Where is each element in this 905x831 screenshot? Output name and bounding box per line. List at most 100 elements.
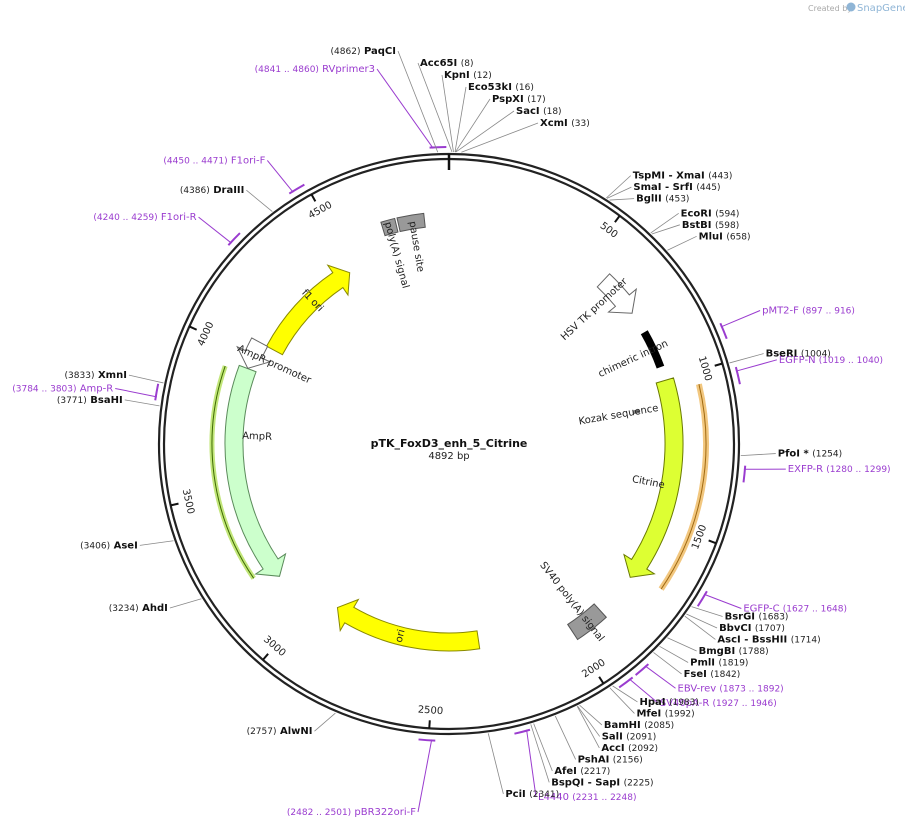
feature-ori[interactable]: ori — [336, 598, 481, 652]
feature-chimeric-intron[interactable]: chimeric intron — [597, 330, 670, 380]
site-leader-line — [740, 453, 776, 457]
site-pcii[interactable]: PciI (2341) — [487, 733, 559, 800]
primer-leader-line — [417, 739, 433, 813]
feature-shape — [396, 212, 426, 233]
feature-shape — [632, 409, 640, 414]
site-mfei[interactable]: MfeI (1992) — [609, 687, 695, 720]
primer-rvprimer3[interactable]: (4841 .. 4860) RVprimer3 — [255, 64, 447, 149]
primer-range: (3784 .. 3803) — [12, 384, 76, 394]
site-eco53ki[interactable]: Eco53kI (16) — [454, 82, 534, 153]
site-label: FseI (1842) — [684, 669, 741, 680]
primer-bar — [618, 676, 634, 689]
site-bbvci[interactable]: BbvCI (1707) — [686, 613, 785, 634]
site-leader-line — [124, 399, 160, 407]
primer-leader-line — [115, 387, 157, 398]
site-xcmi[interactable]: XcmI (33) — [461, 118, 590, 153]
site-name: XmnI — [98, 370, 127, 381]
primer-bar — [288, 183, 305, 195]
site-position: (2341) — [529, 790, 559, 800]
primer-exfp-r[interactable]: EXFP-R (1280 .. 1299) — [742, 464, 891, 483]
site-leader-line — [653, 652, 682, 675]
site-pfoi[interactable]: PfoI * (1254) — [740, 449, 842, 460]
site-acci[interactable]: AccI (2092) — [576, 706, 658, 754]
primer-name: EXFP-R — [788, 464, 823, 475]
site-bseri[interactable]: BseRI (1004) — [729, 349, 831, 364]
site-kpni[interactable]: KpnI (12) — [441, 70, 492, 153]
primer-range: (2482 .. 2501) — [287, 808, 351, 818]
primer-f1ori-f[interactable]: (4450 .. 4471) F1ori-F — [163, 155, 305, 195]
tick-mark — [708, 539, 717, 545]
site-acc65i[interactable]: Acc65I (8) — [417, 58, 473, 153]
primer-label: (2482 .. 2501) pBR322ori-F — [287, 807, 416, 818]
site-label: BbvCI (1707) — [719, 623, 785, 634]
site-leader-line — [609, 687, 635, 714]
feature-hsv-tk-promoter[interactable]: HSV TK promoter — [559, 273, 637, 343]
primer-leader-line — [720, 310, 761, 328]
site-bglii[interactable]: BglII (453) — [609, 194, 689, 205]
tick-label: 3000 — [261, 634, 287, 659]
site-xmni[interactable]: (3833) XmnI — [65, 370, 164, 384]
primer-name: pBR322ori-F — [354, 807, 416, 818]
site-leader-line — [729, 353, 764, 364]
site-fsei[interactable]: FseI (1842) — [653, 652, 740, 680]
site-name: XcmI — [540, 118, 568, 129]
site-name: BbvCI — [719, 623, 751, 634]
site-paqci[interactable]: (4862) PaqCI — [331, 46, 439, 153]
site-name: BmgBI — [699, 646, 736, 657]
site-name: BseRI — [766, 349, 798, 360]
site-label: SalI (2091) — [602, 731, 657, 742]
site-tspmi-xmai[interactable]: TspMI - XmaI (443) — [606, 171, 732, 199]
site-bspqi-sapi[interactable]: BspQI - SapI (2225) — [530, 724, 654, 788]
primer-pmt2-f[interactable]: pMT2-F (897 .. 916) — [719, 306, 855, 340]
primer-l4440[interactable]: L4440 (2231 .. 2248) — [514, 728, 637, 803]
primer-label: (4841 .. 4860) RVprimer3 — [255, 64, 375, 75]
primer-leader-line — [703, 593, 742, 609]
primer-amp-r[interactable]: (3784 .. 3803) Amp-R — [12, 383, 160, 401]
primer-egfp-c[interactable]: EGFP-C (1627 .. 1648) — [696, 590, 847, 615]
primer-f1ori-r[interactable]: (4240 .. 4259) F1ori-R — [93, 212, 241, 246]
tick-mark — [428, 720, 431, 729]
site-leader-line — [169, 598, 202, 609]
tick-mark — [170, 502, 179, 507]
site-ecori[interactable]: EcoRI (594) — [650, 208, 740, 234]
primer-bar — [227, 232, 241, 246]
feature-f1-ori[interactable]: f1 ori — [265, 264, 351, 356]
site-separator: - — [665, 171, 676, 182]
feature-kozak-sequence[interactable]: Kozak sequence — [578, 403, 659, 428]
site-ahdi[interactable]: (3234) AhdI — [109, 598, 202, 614]
primer-name: F1ori-R — [161, 212, 197, 223]
site-asci-bsshii[interactable]: AscI - BssHII (1714) — [684, 615, 821, 645]
site-sali[interactable]: SalI (2091) — [577, 705, 657, 742]
site-alwni[interactable]: (2757) AlwNI — [247, 712, 336, 737]
site-bsrgi[interactable]: BsrGI (1683) — [691, 606, 789, 623]
primer-pbr322ori-f[interactable]: (2482 .. 2501) pBR322ori-F — [287, 738, 436, 818]
site-asei[interactable]: (3406) AseI — [80, 540, 174, 551]
site-leader-line — [609, 198, 635, 201]
site-pmli[interactable]: PmlI (1819) — [659, 645, 749, 668]
site-leader-line — [579, 704, 603, 726]
plasmid-size: 4892 bp — [428, 451, 469, 462]
feature-ampr[interactable]: AmpR — [209, 364, 287, 580]
site-mlui[interactable]: MluI (658) — [667, 231, 751, 251]
site-afei[interactable]: AfeI (2217) — [533, 723, 611, 777]
primer-label: pMT2-F (897 .. 916) — [762, 306, 855, 317]
feature-sv40-poly-a-signal[interactable]: SV40 poly(A) signal — [537, 560, 608, 644]
site-saci[interactable]: SacI (18) — [455, 106, 562, 153]
site-smai-srfi[interactable]: SmaI - SrfI (445) — [606, 182, 721, 199]
site-hpai[interactable]: HpaI (1983) — [612, 685, 699, 708]
site-name: BsaHI — [90, 395, 122, 406]
site-bmgbi[interactable]: BmgBI (1788) — [667, 637, 769, 657]
primer-sv40pa-r[interactable]: SV40pA-R (1927 .. 1946) — [618, 676, 777, 709]
site-bsahi[interactable]: (3771) BsaHI — [57, 395, 160, 407]
primer-label: EXFP-R (1280 .. 1299) — [788, 464, 891, 475]
site-leader-line — [576, 706, 600, 749]
site-leader-line — [246, 189, 273, 212]
primer-egfp-n[interactable]: EGFP-N (1019 .. 1040) — [734, 355, 883, 385]
primer-ebv-rev[interactable]: EBV-rev (1873 .. 1892) — [634, 663, 784, 694]
site-bamhi[interactable]: BamHI (2085) — [579, 704, 675, 731]
site-leader-line — [659, 645, 689, 663]
site-bstbi[interactable]: BstBI (598) — [651, 220, 739, 235]
site-pshai[interactable]: PshAI (2156) — [554, 715, 643, 765]
site-draiii[interactable]: (4386) DraIII — [180, 185, 273, 212]
site-pspxi[interactable]: PspXI (17) — [455, 94, 546, 153]
